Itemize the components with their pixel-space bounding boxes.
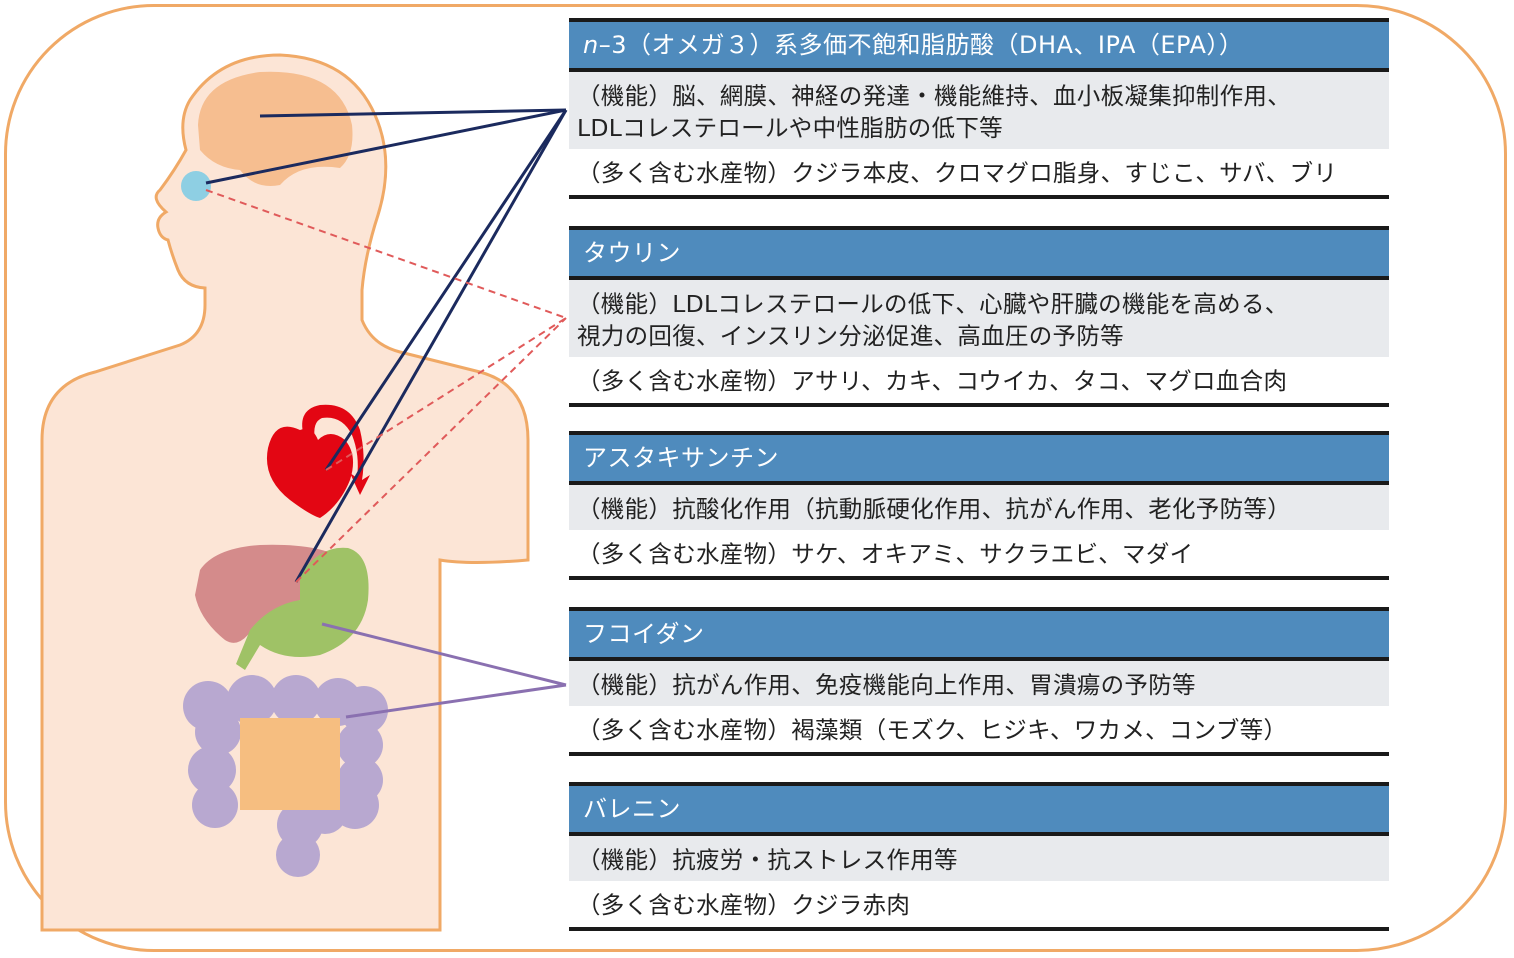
panel-title-prefix: n [583, 31, 599, 59]
panel-source-text: （多く含む水産物）アサリ、カキ、コウイカ、タコ、マグロ血合肉 [569, 357, 1389, 403]
panel-source-text: （多く含む水産物）褐藻類（モズク、ヒジキ、ワカメ、コンブ等） [569, 706, 1389, 752]
intestine-shape [183, 675, 388, 877]
panel-taurine: タウリン （機能）LDLコレステロールの低下、心臓や肝臓の機能を高める、 視力の回… [569, 226, 1389, 407]
panel-function-text: （機能）抗酸化作用（抗動脈硬化作用、抗がん作用、老化予防等） [569, 485, 1389, 530]
stomach-shape [236, 547, 369, 670]
panel-header-rule [569, 657, 1389, 661]
panel-top-rule [569, 18, 1389, 22]
brain-shape [198, 71, 353, 186]
panel-omega3: n–3（オメガ３）系多価不飽和脂肪酸（DHA、IPA（EPA））（機能）脳、網膜… [569, 18, 1389, 199]
line-liver-to-taurine [295, 317, 567, 583]
panel-title-text: –3（オメガ３）系多価不飽和脂肪酸（DHA、IPA（EPA）） [598, 31, 1244, 59]
panel-bottom-rule [569, 927, 1389, 931]
rounded-frame [4, 4, 1507, 952]
panel-source-text: （多く含む水産物）クジラ本皮、クロマグロ脂身、すじこ、サバ、ブリ [569, 149, 1389, 195]
panel-header-rule [569, 481, 1389, 485]
line-liver-to-omega3 [294, 109, 568, 583]
panel-function-text: （機能）抗疲労・抗ストレス作用等 [569, 836, 1389, 881]
eye-shape [181, 171, 211, 201]
panel-fucoidan: フコイダン （機能）抗がん作用、免疫機能向上作用、胃潰瘍の予防等（多く含む水産物）… [569, 607, 1389, 756]
panel-source-text: （多く含む水産物）クジラ赤肉 [569, 881, 1389, 927]
line-brain-to-omega3 [259, 108, 567, 118]
panel-function-text: （機能）脳、網膜、神経の発達・機能維持、血小板凝集抑制作用、 LDLコレステロー… [569, 72, 1389, 149]
panel-title: バレニン [569, 786, 1389, 832]
panel-top-rule [569, 782, 1389, 786]
panel-title: n–3（オメガ３）系多価不飽和脂肪酸（DHA、IPA（EPA）） [569, 22, 1389, 68]
panel-title: タウリン [569, 230, 1389, 276]
panel-title: アスタキサンチン [569, 435, 1389, 481]
panel-title-text: アスタキサンチン [583, 444, 779, 472]
line-eye-to-omega3 [205, 108, 567, 185]
panel-function-text: （機能）抗がん作用、免疫機能向上作用、胃潰瘍の予防等 [569, 661, 1389, 706]
panel-title-text: タウリン [583, 239, 681, 267]
line-heart-to-omega3 [324, 109, 568, 471]
panel-source-text: （多く含む水産物）サケ、オキアミ、サクラエビ、マダイ [569, 530, 1389, 576]
panel-header-rule [569, 276, 1389, 280]
panel-header-rule [569, 68, 1389, 72]
panel-top-rule [569, 226, 1389, 230]
panel-title-text: フコイダン [583, 620, 705, 648]
panel-header-rule [569, 832, 1389, 836]
panel-bottom-rule [569, 752, 1389, 756]
panel-bottom-rule [569, 195, 1389, 199]
panel-balenine: バレニン （機能）抗疲労・抗ストレス作用等（多く含む水産物）クジラ赤肉 [569, 782, 1389, 931]
panel-bottom-rule [569, 403, 1389, 407]
line-eye-to-taurine [205, 189, 567, 319]
panel-title: フコイダン [569, 611, 1389, 657]
panel-astaxanthin: アスタキサンチン （機能）抗酸化作用（抗動脈硬化作用、抗がん作用、老化予防等）（多… [569, 431, 1389, 580]
panel-top-rule [569, 607, 1389, 611]
panel-function-text: （機能）LDLコレステロールの低下、心臓や肝臓の機能を高める、 視力の回復、イン… [569, 280, 1389, 357]
panel-bottom-rule [569, 576, 1389, 580]
line-intestine-to-fucoidan [345, 683, 567, 719]
connector-lines [205, 108, 568, 719]
panel-top-rule [569, 431, 1389, 435]
panel-title-text: バレニン [583, 795, 681, 823]
line-stomach-to-fucoidan [321, 622, 567, 687]
